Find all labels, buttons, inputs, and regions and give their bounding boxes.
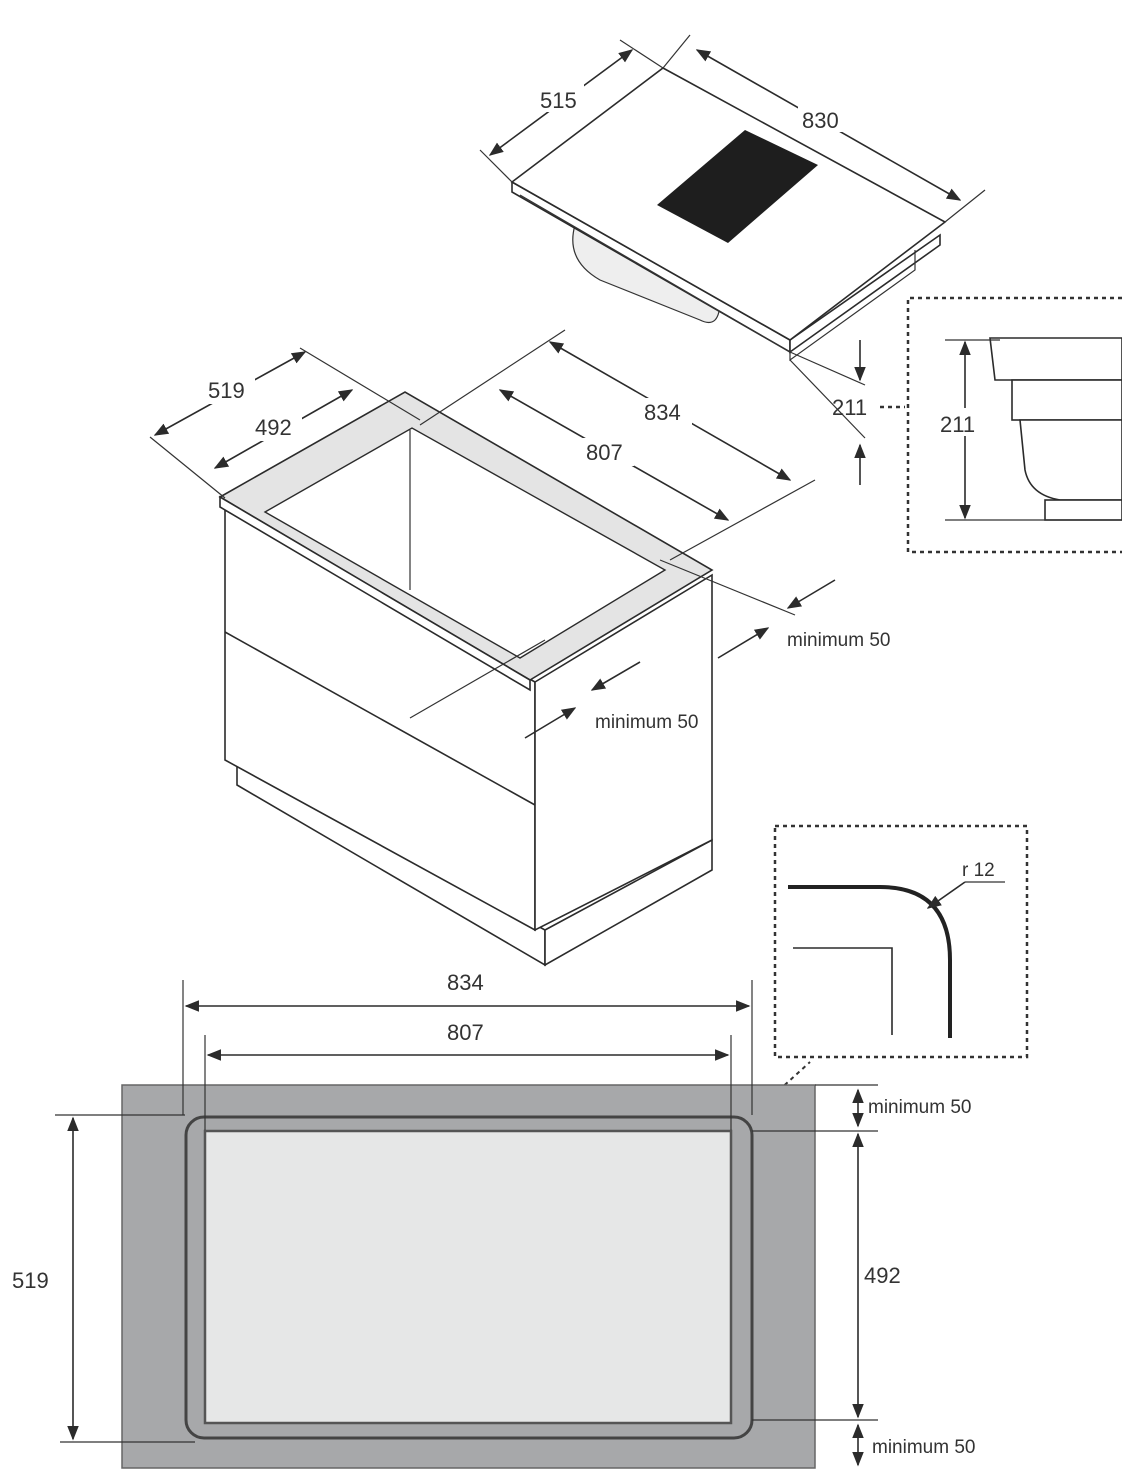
inset-height-label: 211 [940,412,975,437]
plan-clearance-top-label: minimum 50 [868,1097,971,1118]
cabinet-inner-depth-label: 492 [255,415,292,440]
plan-inner-width-label: 807 [447,1020,484,1045]
cabinet-outer-depth-label: 519 [208,378,245,403]
cutout [203,1129,733,1425]
corner-radius-label: r 12 [962,860,995,881]
plan-outer-depth-label: 519 [12,1268,49,1293]
cooktop-illustration: 515 830 211 [479,34,986,485]
cooktop-width-label: 830 [802,108,839,133]
corner-radius-inset: r 12 [754,824,1029,1113]
cabinet-illustration: 519 492 834 807 minimum 50 minimum 50 [149,329,890,967]
cooktop-depth-label: 515 [540,88,577,113]
cooktop-height-label: 211 [832,395,867,420]
cutout-plan-view: 834 807 519 492 minimum 50 minimum 50 [12,970,975,1469]
cabinet-outer-width-label: 834 [644,400,681,425]
plan-inner-depth-label: 492 [864,1263,901,1288]
cabinet-clearance-back-label: minimum 50 [787,630,890,651]
cabinet-clearance-side-label: minimum 50 [595,712,698,733]
height-detail-inset: 211 [906,296,1122,554]
plan-outer-width-label: 834 [447,970,484,995]
cabinet-inner-width-label: 807 [586,440,623,465]
plan-clearance-bottom-label: minimum 50 [872,1437,975,1458]
